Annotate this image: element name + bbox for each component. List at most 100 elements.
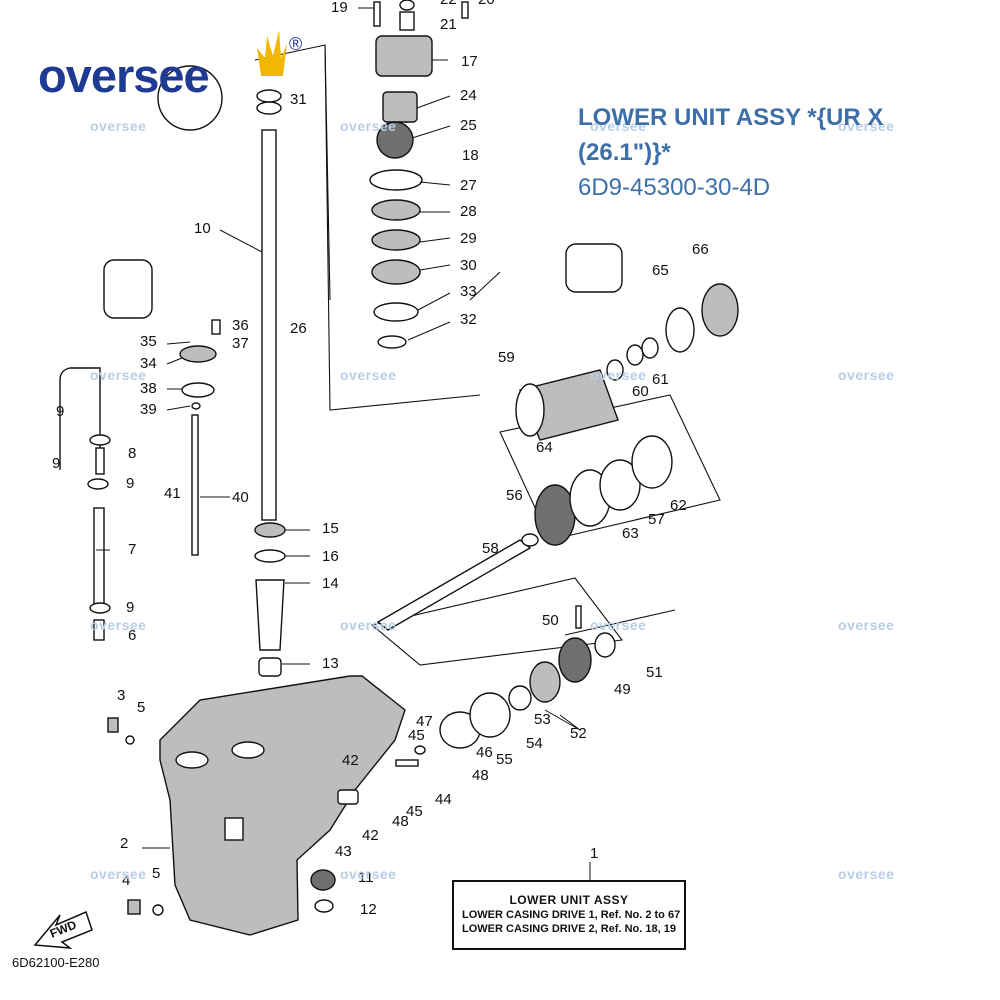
callout-6: 6 [128, 627, 136, 644]
spring-8 [95, 447, 105, 475]
needle-bearing-13 [258, 657, 282, 677]
callout-12: 12 [360, 901, 377, 918]
info-box-title: LOWER UNIT ASSY [509, 893, 629, 907]
o-ring-40 [191, 402, 201, 410]
washer-5b [152, 904, 164, 916]
callout-35: 35 [140, 333, 157, 350]
watermark: oversee [340, 367, 397, 383]
callout-20: 20 [478, 0, 495, 8]
leader [219, 229, 263, 253]
leader [559, 714, 581, 731]
shim-58 [521, 533, 539, 547]
watermark: oversee [590, 118, 647, 134]
drive-shaft-10 [261, 129, 277, 521]
callout-10: 10 [194, 220, 211, 237]
water-tube-bracket [59, 367, 101, 470]
watermark: oversee [340, 866, 397, 882]
info-box-line: LOWER CASING DRIVE 1, Ref. No. 2 to 67 [462, 909, 681, 921]
gear-52 [529, 661, 561, 703]
callout-63: 63 [622, 525, 639, 542]
callout-17: 17 [461, 53, 478, 70]
washer-5 [125, 735, 135, 745]
callout-64: 64 [536, 439, 553, 456]
callout-8: 8 [128, 445, 136, 462]
callout-60: 60 [632, 383, 649, 400]
brand-logo: oversee [38, 49, 210, 102]
callout-1: 1 [590, 845, 598, 862]
callout-57: 57 [648, 511, 665, 528]
impeller-25 [376, 121, 414, 159]
pump-grommet-22 [399, 0, 415, 11]
flame-logo-icon [257, 30, 287, 76]
info-box: LOWER UNIT ASSY LOWER CASING DRIVE 1, Re… [452, 880, 686, 950]
part-number: 6D9-45300-30-4D [578, 174, 771, 201]
callout-49: 49 [614, 681, 631, 698]
bushing-53 [508, 685, 532, 711]
callout-15: 15 [322, 520, 339, 537]
leader [166, 341, 191, 345]
shift-rod-39 [191, 414, 199, 556]
watermark: oversee [90, 866, 147, 882]
shift-rod-lever-34 [179, 345, 217, 363]
callout-65: 65 [652, 262, 669, 279]
housing-30 [371, 259, 421, 285]
grommet-9 [89, 434, 111, 446]
callout-55: 55 [496, 751, 513, 768]
callout-5: 5 [152, 865, 160, 882]
bolt-36 [211, 319, 221, 335]
watermark: oversee [90, 118, 147, 134]
gasket-27 [369, 169, 423, 191]
bolt-3 [107, 717, 119, 733]
watermark: oversee [838, 118, 895, 134]
seal-62 [626, 344, 644, 366]
callout-9: 9 [126, 599, 134, 616]
shift-slider-45 [395, 759, 419, 767]
fwd-arrow-icon [33, 910, 93, 949]
leader [419, 181, 451, 186]
callout-66: 66 [692, 241, 709, 258]
callout-13: 13 [322, 655, 339, 672]
callout-42: 42 [362, 827, 379, 844]
callout-38: 38 [140, 380, 157, 397]
callout-45: 45 [406, 803, 423, 820]
callout-27: 27 [460, 177, 477, 194]
leader [407, 321, 451, 341]
bolt-4 [127, 899, 141, 915]
callout-61: 61 [652, 371, 669, 388]
watermark: oversee [340, 118, 397, 134]
leader [417, 292, 451, 311]
callout-28: 28 [460, 203, 477, 220]
callout-9: 9 [52, 455, 60, 472]
spring-51 [594, 632, 616, 658]
callout-52: 52 [570, 725, 587, 742]
frame-line [324, 44, 331, 301]
callout-18: 18 [462, 147, 479, 164]
grommet-9c [89, 602, 111, 614]
o-ring-38 [181, 382, 215, 398]
reverse-gear-56 [534, 484, 576, 546]
callout-54: 54 [526, 735, 543, 752]
callout-33: 33 [460, 283, 477, 300]
propeller-shaft-59 [376, 539, 532, 631]
pump-bolt-20 [461, 1, 469, 19]
grommet-9b [87, 478, 109, 490]
callout-58: 58 [482, 540, 499, 557]
callout-labels: 1234556789999101112131415161718192021222… [52, 0, 709, 918]
callout-47: 47 [416, 713, 433, 730]
callout-3: 3 [117, 687, 125, 704]
diagram-title: LOWER UNIT ASSY *{UR X (26.1")}* [578, 104, 884, 166]
callout-21: 21 [440, 16, 457, 33]
fwd-arrow: FWD [33, 910, 93, 949]
bearing-57 [599, 459, 641, 511]
tube-7 [93, 507, 105, 605]
upper-frame-line [254, 44, 481, 411]
pump-bolt-19 [373, 1, 381, 27]
bearing-61 [606, 359, 624, 381]
casing-port-2 [231, 741, 265, 759]
watermark: oversee [590, 617, 647, 633]
washer-46 [414, 745, 426, 755]
callout-9: 9 [126, 475, 134, 492]
info-box-line: LOWER CASING DRIVE 2, Ref. No. 18, 19 [462, 923, 676, 935]
callout-22: 22 [440, 0, 457, 8]
